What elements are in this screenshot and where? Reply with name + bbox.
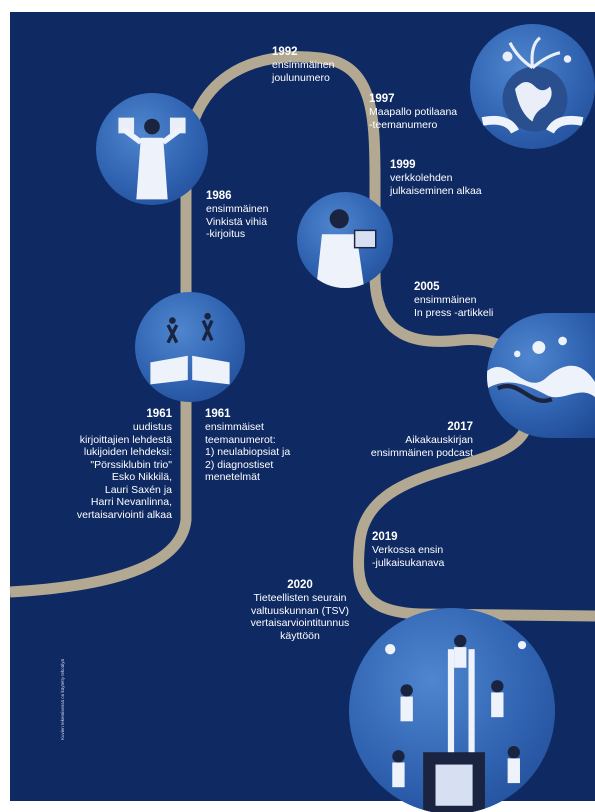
- open-book-illustration: [135, 292, 245, 402]
- event-text: ensimmäinen joulunumero: [272, 59, 335, 84]
- timeline-event-1961-theme-issues: 1961 ensimmäiset teemanumerot: 1) neulab…: [205, 407, 290, 484]
- timeline-event-1999: 1999 verkkolehden julkaiseminen alkaa: [390, 158, 482, 197]
- event-year: 1999: [390, 159, 416, 171]
- timeline-event-1986: 1986 ensimmäinen Vinkistä vihiä -kirjoit…: [206, 189, 268, 241]
- timeline-event-2005: 2005 ensimmäinen In press -artikkeli: [414, 280, 493, 319]
- paper-wave-illustration: [487, 313, 595, 438]
- event-text: verkkolehden julkaiseminen alkaa: [390, 172, 482, 197]
- event-year: 1992: [272, 46, 298, 58]
- event-text: ensimmäinen Vinkistä vihiä -kirjoitus: [206, 203, 269, 240]
- event-text: ensimmäinen In press -artikkeli: [414, 294, 494, 319]
- event-text: Tieteellisten seurain valtuuskunnan (TSV…: [250, 592, 350, 642]
- event-text: Aikakauskirjan ensimmäinen podcast: [370, 434, 473, 459]
- ai-credit-note: Kuvien tekemisessä on käytetty tekoälyä: [60, 658, 65, 740]
- event-year: 2019: [372, 531, 398, 543]
- event-year: 1961: [146, 408, 172, 420]
- event-text: Maapallo potilaana -teemanumero: [369, 106, 458, 131]
- timeline-event-2017: 2017 Aikakauskirjan ensimmäinen podcast: [330, 420, 473, 459]
- timeline-event-2020: 2020 Tieteellisten seurain valtuuskunnan…: [226, 578, 374, 642]
- scientist-puzzle-illustration: [96, 93, 208, 205]
- timeline-event-1961-reform: 1961 uudistus kirjoittajien lehdestä luk…: [58, 407, 172, 521]
- event-text: Verkossa ensin -julkaisukanava: [372, 544, 445, 569]
- event-year: 1986: [206, 190, 232, 202]
- globe-hands-illustration: [470, 24, 595, 149]
- event-text: ensimmäiset teemanumerot: 1) neulabiopsi…: [205, 421, 291, 483]
- event-year: 2005: [414, 281, 440, 293]
- timeline-event-1992: 1992 ensimmäinen joulunumero: [272, 45, 334, 84]
- timeline-event-1997: 1997 Maapallo potilaana -teemanumero: [369, 92, 457, 131]
- event-year: 2020: [287, 579, 313, 591]
- scientists-team-illustration: [349, 608, 555, 812]
- event-text: uudistus kirjoittajien lehdestä lukijoid…: [76, 421, 172, 521]
- timeline-event-2019: 2019 Verkossa ensin -julkaisukanava: [372, 530, 444, 569]
- event-year: 1997: [369, 93, 395, 105]
- event-year: 2017: [447, 421, 473, 433]
- event-year: 1961: [205, 408, 231, 420]
- researcher-tablet-illustration: [297, 192, 393, 288]
